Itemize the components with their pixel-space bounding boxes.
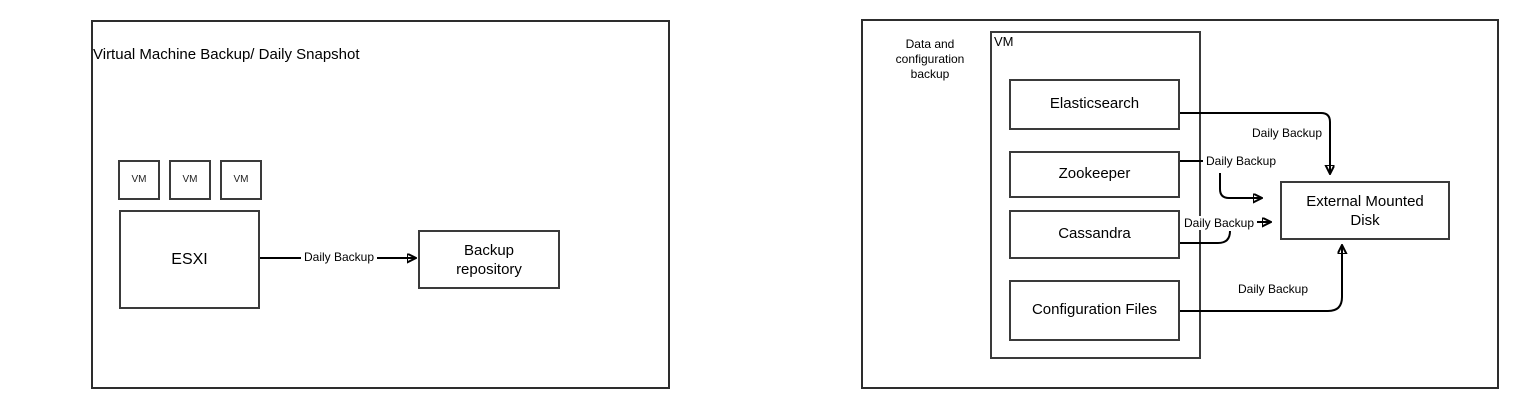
data-config-backup-panel: Data and configuration backup VM Elastic… [861,19,1499,389]
vm-container-label: VM [994,34,1014,49]
daily-backup-label-configuration-files: Daily Backup [1235,282,1312,296]
elasticsearch-arrow [1180,112,1330,173]
left-panel-title: Virtual Machine Backup/ Daily Snapshot [93,46,360,63]
backup-repository-label: Backup repository [456,241,522,278]
backup-connectors [1180,112,1497,312]
daily-backup-label-esxi: Daily Backup [301,250,378,264]
zookeeper-label: Zookeeper [1058,165,1131,183]
zookeeper-arrow [1219,173,1261,198]
esxi-box: ESXI [119,210,260,309]
configuration-files-box: Configuration Files [1009,280,1180,341]
esxi-label: ESXI [171,250,208,268]
configuration-files-arrow [1180,246,1342,312]
vm-box-3: VM [220,160,262,200]
vm-box-3-label: VM [233,173,249,185]
cassandra-line [1180,230,1231,244]
backup-repository-box: Backup repository [418,230,560,289]
external-mounted-disk-label: External Mounted Disk [1306,192,1424,229]
daily-backup-label-cassandra: Daily Backup [1181,216,1258,230]
daily-backup-label-zookeeper: Daily Backup [1203,154,1280,168]
vm-box-2: VM [169,160,211,200]
cassandra-label: Cassandra [1058,225,1131,243]
vm-backup-panel: Virtual Machine Backup/ Daily Snapshot V… [91,20,670,389]
right-panel-title: Data and configuration backup [895,37,965,81]
vm-box-1: VM [118,160,160,200]
daily-backup-label-elasticsearch: Daily Backup [1249,126,1326,140]
vm-box-1-label: VM [131,173,147,185]
configuration-files-label: Configuration Files [1031,301,1158,319]
elasticsearch-label: Elasticsearch [1049,95,1140,113]
cassandra-box: Cassandra [1009,210,1180,259]
esxi-to-repository-arrow [260,22,668,387]
vm-box-2-label: VM [182,173,198,185]
elasticsearch-box: Elasticsearch [1009,79,1180,130]
external-mounted-disk-box: External Mounted Disk [1280,181,1450,240]
zookeeper-box: Zookeeper [1009,151,1180,198]
